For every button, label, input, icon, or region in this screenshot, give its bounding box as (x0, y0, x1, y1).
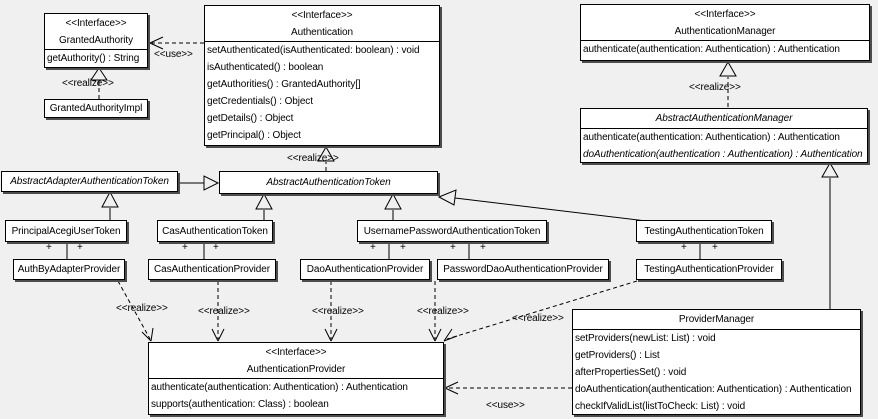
method: getCredentials() : Object (207, 96, 313, 107)
methods-compartment: setProviders(newList: List) : void getPr… (573, 329, 860, 415)
class-name: AbstractAuthenticationManager (655, 113, 793, 124)
class-granted-authority-impl[interactable]: GrantedAuthorityImpl (44, 99, 148, 118)
method: setAuthenticated(isAuthenticated: boolea… (207, 45, 420, 56)
class-cas-authentication-provider[interactable]: CasAuthenticationProvider (148, 259, 276, 280)
method: checkIfValidList(listToCheck: List) : vo… (575, 401, 746, 412)
realize-label: <<realize>> (312, 306, 364, 317)
method: authenticate(authentication: Authenticat… (151, 382, 408, 393)
method: afterPropertiesSet() : void (575, 367, 687, 378)
stereotype-label: <<Interface>> (265, 347, 327, 358)
method: getPrincipal() : Object (207, 130, 301, 141)
association-end-label: + (712, 242, 718, 253)
class-name: DaoAuthenticationProvider (306, 264, 424, 275)
stereotype-label: <<Interface>> (291, 10, 353, 21)
association-end-label: + (450, 242, 456, 253)
class-name: AuthByAdapterProvider (17, 264, 121, 275)
method: doAuthentication(authentication : Authen… (583, 149, 863, 160)
class-header: ProviderManager (573, 310, 860, 329)
method: getAuthorities() : GrantedAuthority[] (207, 79, 361, 90)
class-name: GrantedAuthority (59, 35, 133, 46)
class-header: <<Interface>> AuthenticationManager (581, 5, 869, 40)
realize-label: <<realize>> (116, 303, 168, 314)
class-name: UsernamePasswordAuthenticationToken (363, 225, 541, 237)
class-authentication[interactable]: <<Interface>> Authentication setAuthenti… (204, 5, 440, 146)
class-testing-authentication-token[interactable]: TestingAuthenticationToken (636, 220, 772, 242)
class-abstract-adapter-authentication-token[interactable]: AbstractAdapterAuthenticationToken (1, 171, 178, 192)
association-end-label: + (77, 242, 83, 253)
class-header: <<Interface>> AuthenticationProvider (149, 343, 443, 378)
class-abstract-authentication-manager[interactable]: AbstractAuthenticationManager authentica… (580, 108, 868, 163)
class-header: <<Interface>> Authentication (205, 6, 439, 41)
class-name: PasswordDaoAuthenticationProvider (443, 264, 603, 275)
association-end-label: + (46, 242, 52, 253)
methods-compartment: authenticate(authentication: Authenticat… (149, 378, 443, 413)
class-name: AuthenticationManager (674, 26, 776, 37)
association-end-label: + (370, 242, 376, 253)
realize-label: <<realize>> (417, 306, 469, 317)
method: authenticate(authentication: Authenticat… (583, 44, 840, 55)
class-name: TestingAuthenticationToken (644, 225, 764, 237)
association-end-label: + (681, 242, 687, 253)
use-label: <<use>> (486, 400, 525, 411)
association-end-label: + (400, 242, 406, 253)
use-label: <<use>> (154, 49, 193, 60)
method: isAuthenticated() : boolean (207, 62, 324, 73)
class-name: Authentication (291, 27, 353, 38)
association-end-label: + (213, 242, 219, 253)
class-name: PrincipalAcegiUserToken (11, 225, 121, 237)
class-authentication-manager[interactable]: <<Interface>> AuthenticationManager auth… (580, 4, 870, 61)
methods-compartment: authenticate(authentication: Authenticat… (581, 40, 869, 58)
methods-compartment: getAuthority() : String (45, 49, 147, 67)
association-end-label: + (480, 242, 486, 253)
class-name: CasAuthenticationProvider (154, 264, 270, 275)
class-name: AbstractAuthenticationToken (266, 177, 391, 188)
class-username-password-authentication-token[interactable]: UsernamePasswordAuthenticationToken (357, 220, 547, 242)
class-password-dao-authentication-provider[interactable]: PasswordDaoAuthenticationProvider (437, 259, 609, 280)
method: setProviders(newList: List) : void (575, 333, 716, 344)
class-principal-acegi-user-token[interactable]: PrincipalAcegiUserToken (5, 220, 127, 242)
class-name: AuthenticationProvider (246, 364, 346, 375)
class-name: AbstractAdapterAuthenticationToken (10, 176, 169, 187)
class-testing-authentication-provider[interactable]: TestingAuthenticationProvider (636, 259, 782, 280)
stereotype-label: <<Interface>> (694, 9, 756, 20)
class-granted-authority[interactable]: <<Interface>> GrantedAuthority getAuthor… (44, 13, 148, 68)
method: getProviders() : List (575, 350, 660, 361)
class-name: TestingAuthenticationProvider (644, 264, 774, 275)
method: getAuthority() : String (47, 53, 140, 64)
class-header: <<Interface>> GrantedAuthority (45, 14, 147, 49)
realize-label: <<realize>> (512, 313, 564, 324)
method: supports(authentication: Class) : boolea… (151, 399, 329, 410)
class-name: GrantedAuthorityImpl (49, 103, 143, 114)
realize-label: <<realize>> (62, 78, 114, 89)
method: doAuthentication(authentication: Authent… (575, 384, 852, 395)
realize-label: <<realize>> (287, 153, 339, 164)
class-auth-by-adapter-provider[interactable]: AuthByAdapterProvider (13, 259, 125, 280)
method: authenticate(authentication: Authenticat… (583, 132, 840, 143)
class-header: AbstractAuthenticationManager (581, 109, 867, 128)
realize-label: <<realize>> (198, 306, 250, 317)
methods-compartment: setAuthenticated(isAuthenticated: boolea… (205, 41, 439, 144)
realize-label: <<realize>> (689, 82, 741, 93)
class-authentication-provider[interactable]: <<Interface>> AuthenticationProvider aut… (148, 342, 444, 415)
class-abstract-authentication-token[interactable]: AbstractAuthenticationToken (219, 171, 438, 194)
stereotype-label: <<Interface>> (65, 18, 127, 29)
methods-compartment: authenticate(authentication: Authenticat… (581, 128, 867, 163)
method: getDetails() : Object (207, 113, 294, 124)
class-name: ProviderManager (678, 314, 755, 325)
class-provider-manager[interactable]: ProviderManager setProviders(newList: Li… (572, 309, 861, 415)
class-name: CasAuthenticationToken (162, 225, 268, 237)
class-dao-authentication-provider[interactable]: DaoAuthenticationProvider (300, 259, 430, 280)
association-end-label: + (182, 242, 188, 253)
class-cas-authentication-token[interactable]: CasAuthenticationToken (157, 220, 273, 242)
